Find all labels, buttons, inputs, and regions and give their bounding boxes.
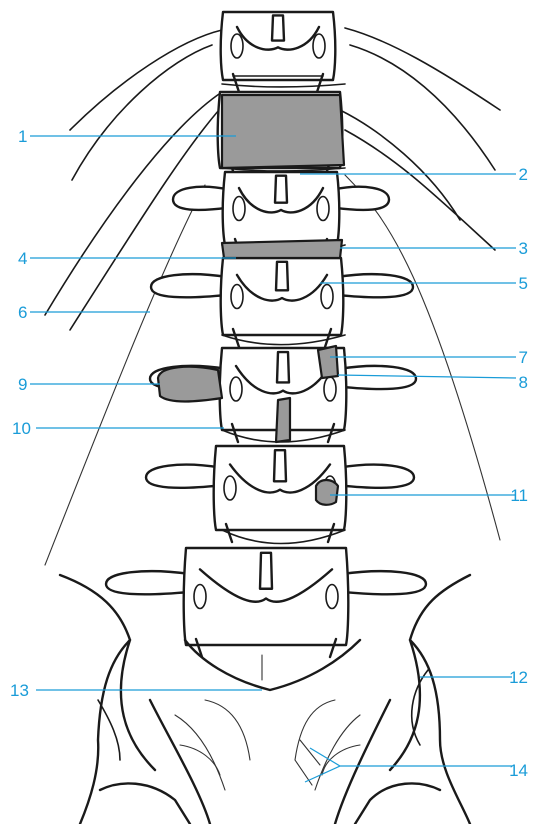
vertebra-l4 (146, 446, 414, 542)
label-11: 11 (510, 486, 528, 505)
label-13: 13 (10, 681, 29, 700)
vertebra-l4-spinous (274, 450, 286, 481)
vertebra-t11-spinous (272, 15, 284, 40)
vertebra-l1-spinous (275, 176, 287, 203)
vertebra-l1-transverse-left (173, 187, 229, 210)
vertebra-l4-transverse-left (146, 465, 220, 488)
label-8: 8 (519, 373, 528, 392)
label-6: 6 (18, 303, 27, 322)
label-3: 3 (519, 239, 528, 258)
vertebra-l3-spinous (277, 352, 289, 382)
vertebra-l2-transverse-right (337, 274, 413, 297)
shaded-spinous-l3 (276, 398, 290, 442)
label-10: 10 (12, 419, 31, 438)
label-14: 14 (509, 761, 528, 780)
vertebra-l2 (151, 258, 413, 347)
vertebra-l1-transverse-right (333, 187, 389, 210)
shaded-disc-l1-l2 (222, 240, 342, 258)
vertebra-l2-spinous (276, 262, 288, 290)
label-7: 7 (519, 348, 528, 367)
vertebra-l5-transverse-left (106, 571, 190, 594)
vertebra-l5-transverse-right (342, 571, 426, 594)
vertebra-l2-transverse-left (151, 274, 227, 297)
label-4: 4 (18, 249, 27, 268)
vertebra-l3-transverse-right (340, 366, 416, 389)
label-5: 5 (519, 274, 528, 293)
vertebra-t11 (221, 12, 336, 92)
label-1: 1 (18, 127, 27, 146)
shaded-transverse-process-l3 (158, 367, 222, 402)
leader-line-14 (305, 748, 512, 782)
label-12: 12 (509, 668, 528, 687)
shaded-facet-l3 (318, 346, 338, 378)
shaded-vertebral-body-t12 (222, 95, 344, 168)
shaded-pars-l4 (316, 480, 338, 505)
vertebra-l4-transverse-right (340, 465, 414, 488)
label-9: 9 (18, 375, 27, 394)
disc-6 (222, 530, 345, 544)
label-2: 2 (519, 165, 528, 184)
vertebra-l5 (106, 548, 426, 657)
vertebra-l5-spinous (260, 553, 272, 589)
disc-1 (222, 84, 345, 87)
